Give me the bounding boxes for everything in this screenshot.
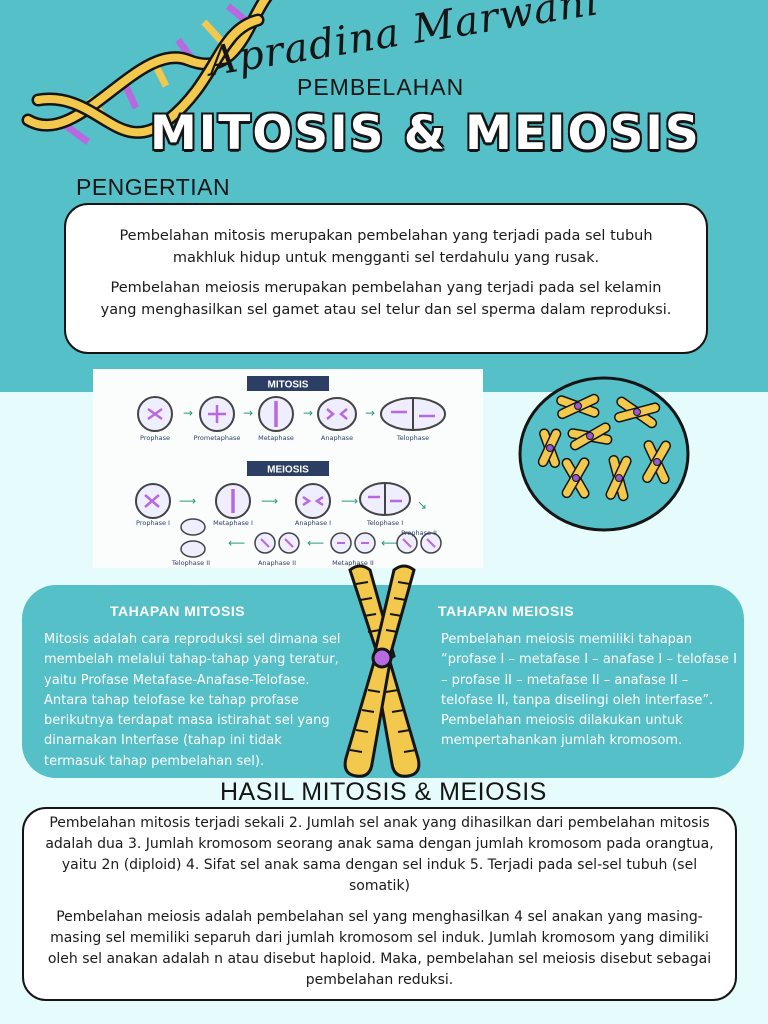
pengertian-box: Pembelahan mitosis merupakan pembelahan … [64,203,708,354]
mitosis-diagram-label: MITOSIS [268,380,309,391]
hasil-meiosis-text: Pembelahan meiosis adalah pembelahan sel… [47,909,712,988]
pengertian-meiosis-text: Pembelahan meiosis merupakan pembelahan … [100,280,672,318]
cell-division-diagram: MITOSIS → → → → Prophase Prometaphase Me… [93,369,483,568]
tahapan-mitosis-text: Mitosis adalah cara reproduksi sel diman… [44,632,341,769]
stage-label-prophase-2: Prophase II [401,529,437,537]
mitosis-stage-cells: → → → → [137,396,446,432]
svg-text:→: → [303,406,313,420]
svg-text:⟶: ⟶ [179,494,196,508]
tahapan-meiosis-text: Pembelahan meiosis memiliki tahapan “pro… [441,632,737,749]
pengertian-heading: PENGERTIAN [76,174,231,200]
tahapan-mitosis-title: TAHAPAN MITOSIS [110,603,246,619]
cell-nucleus-icon [518,376,690,532]
hasil-mitosis-text: Pembelahan mitosis terjadi sekali 2. Jum… [45,815,714,894]
hasil-heading: HASIL MITOSIS & MEIOSIS [220,778,547,806]
svg-text:→: → [243,406,253,420]
svg-text:⟶: ⟶ [341,494,358,508]
stage-label-metaphase-1: Metaphase I [213,519,253,527]
stage-label-anaphase-2: Anaphase II [258,559,296,567]
stage-label-anaphase-1: Anaphase I [295,519,331,527]
svg-text:→: → [183,406,193,420]
stage-label-prophase-1: Prophase I [136,519,170,527]
stage-label-anaphase: Anaphase [321,434,353,442]
stage-label-telophase-1: Telophase I [366,519,403,527]
svg-text:→: → [365,406,375,420]
meiosis-diagram-label-bg [247,461,329,476]
meiosis-stage-cells-row2: ⟵ ⟵ ⟵ [180,518,442,558]
page-title: MITOSIS & MEIOSIS [149,105,701,162]
stage-label-prometaphase: Prometaphase [194,434,241,442]
stage-label-telophase: Telophase [396,434,429,442]
stage-label-metaphase: Metaphase [258,434,294,442]
stage-label-metaphase-2: Metaphase II [332,559,374,567]
meiosis-stage-cells-row1: ⟶ ⟶ ⟶ ↘ [135,482,427,519]
dna-helix-icon [21,0,273,145]
svg-text:⟵: ⟵ [228,536,245,550]
title-kicker: PEMBELAHAN [297,74,465,100]
hasil-box: Pembelahan mitosis terjadi sekali 2. Jum… [22,807,737,1001]
svg-text:⟶: ⟶ [261,494,278,508]
svg-text:⟵: ⟵ [307,536,324,550]
pengertian-mitosis-text: Pembelahan mitosis merupakan pembelahan … [119,228,653,266]
tahapan-meiosis-title: TAHAPAN MEIOSIS [438,603,575,619]
chromosome-icon [343,564,421,778]
mitosis-diagram-label-bg [247,376,329,391]
stage-label-telophase-2: Telophase II [171,559,210,567]
svg-text:⟵: ⟵ [381,536,398,550]
svg-text:↘: ↘ [417,498,427,512]
stage-label-prophase: Prophase [140,434,170,442]
meiosis-diagram-label: MEIOSIS [267,465,309,476]
